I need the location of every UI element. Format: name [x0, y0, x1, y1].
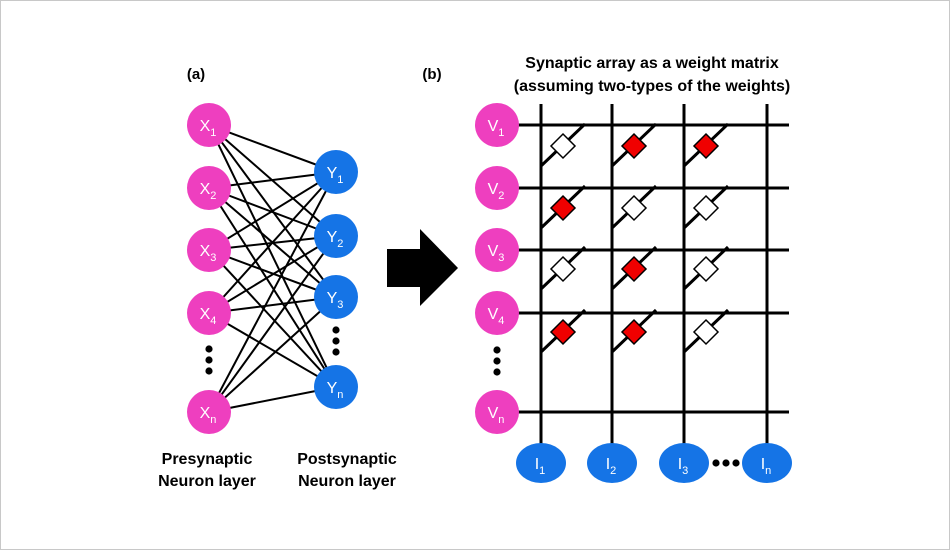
svg-text:X1: X1	[200, 118, 217, 139]
pre-neuron-1: X1	[187, 103, 231, 147]
weight-cell-r1-c2-red	[610, 122, 658, 168]
connection-x1-y1	[208, 124, 337, 173]
svg-text:Y3: Y3	[327, 290, 344, 311]
svg-text:Xn: Xn	[200, 405, 217, 426]
svg-text:Y2: Y2	[327, 229, 344, 250]
weight-cell-r4-c1-red	[539, 308, 587, 354]
weight-cell-r2-c1-red	[539, 184, 587, 230]
svg-text:V4: V4	[488, 306, 505, 327]
weight-cells	[539, 122, 730, 354]
connection-x4-y1	[208, 171, 337, 314]
pre-neuron-3: X3	[187, 228, 231, 272]
panel-b-title-line2: (assuming two-types of the weights)	[514, 78, 790, 95]
right-arrow-icon	[387, 229, 458, 306]
svg-text:V1: V1	[488, 118, 505, 139]
panel-a-label: (a)	[187, 66, 205, 83]
svg-text:X2: X2	[200, 181, 217, 202]
weight-cell-r2-c2-white	[610, 184, 658, 230]
connection-x2-y4	[208, 187, 337, 388]
svg-text:V3: V3	[488, 243, 505, 264]
post-ellipsis-icon	[332, 326, 340, 356]
weight-cell-r2-c3-white	[682, 184, 730, 230]
col-neuron-4: In	[742, 443, 792, 483]
row-ellipsis-icon	[493, 346, 501, 376]
connection-x4-y2	[208, 235, 337, 314]
svg-text:I3: I3	[678, 456, 689, 477]
weight-cell-r4-c3-white	[682, 308, 730, 354]
row-neuron-1: V1	[475, 103, 519, 147]
connection-x3-y1	[208, 171, 337, 251]
svg-text:X4: X4	[200, 306, 217, 327]
panel-b-label: (b)	[422, 66, 441, 83]
weight-cell-r1-c3-red	[682, 122, 730, 168]
svg-text:Yn: Yn	[327, 380, 344, 401]
row-neuron-2: V2	[475, 166, 519, 210]
col-ellipsis-icon	[712, 459, 740, 467]
svg-text:Y1: Y1	[327, 165, 344, 186]
col-neuron-3: I3	[659, 443, 709, 483]
svg-text:In: In	[761, 456, 772, 477]
pre-neuron-5: Xn	[187, 390, 231, 434]
weight-cell-r3-c2-red	[610, 245, 658, 291]
weight-cell-r3-c1-white	[539, 245, 587, 291]
svg-text:X3: X3	[200, 243, 217, 264]
post-caption-line2: Neuron layer	[298, 473, 396, 490]
connection-x5-y1	[208, 171, 337, 413]
connection-x5-y2	[208, 235, 337, 413]
row-neuron-3: V3	[475, 228, 519, 272]
connection-x4-y4	[208, 312, 337, 388]
post-caption-line1: Postsynaptic	[297, 451, 397, 468]
col-neuron-1: I1	[516, 443, 566, 483]
row-neuron-4: V4	[475, 291, 519, 335]
pre-ellipsis-icon	[205, 345, 213, 375]
pre-neuron-2: X2	[187, 166, 231, 210]
connection-x5-y3	[208, 296, 337, 413]
col-neuron-2: I2	[587, 443, 637, 483]
svg-text:V2: V2	[488, 181, 505, 202]
pre-caption-line2: Neuron layer	[158, 473, 256, 490]
connection-x3-y4	[208, 249, 337, 388]
post-neuron-2: Y2	[314, 214, 358, 258]
pre-neuron-4: X4	[187, 291, 231, 335]
connection-x1-y4	[208, 124, 337, 388]
weight-cell-r3-c3-white	[682, 245, 730, 291]
post-neuron-3: Y3	[314, 275, 358, 319]
weight-cell-r1-c1-white	[539, 122, 587, 168]
svg-text:I1: I1	[535, 456, 546, 477]
post-neuron-4: Yn	[314, 365, 358, 409]
weight-cell-r4-c2-red	[610, 308, 658, 354]
row-neuron-5: Vn	[475, 390, 519, 434]
pre-caption-line1: Presynaptic	[162, 451, 253, 468]
svg-text:Vn: Vn	[488, 405, 505, 426]
crossbar-grid	[513, 104, 789, 446]
svg-text:I2: I2	[606, 456, 617, 477]
post-neuron-1: Y1	[314, 150, 358, 194]
panel-b-title-line1: Synaptic array as a weight matrix	[525, 55, 779, 72]
